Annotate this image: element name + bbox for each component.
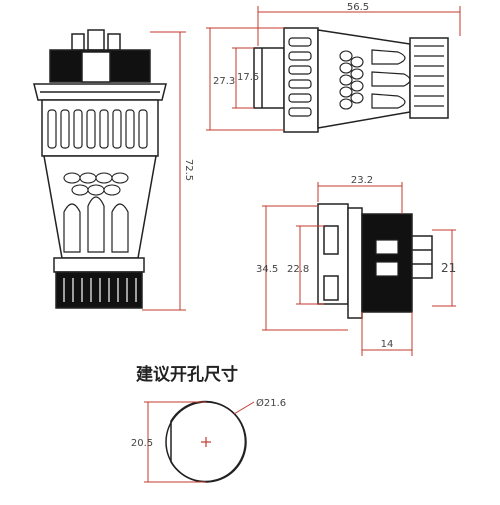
label-panel-right-height: 21 (441, 261, 456, 275)
label-side-outer-dia: 27.3 (213, 76, 235, 87)
label-panel-inner-height: 22.8 (287, 264, 309, 275)
side-face (253, 47, 285, 109)
body-fins (63, 196, 129, 253)
label-cutout-flat: 20.5 (131, 438, 153, 449)
dim-cutout-lines (144, 401, 255, 483)
dim-panel-lines (262, 182, 456, 356)
mount-flange (347, 207, 363, 319)
receptacle-socket-upper (323, 225, 339, 255)
pin-center (87, 29, 105, 51)
label-panel-height: 34.5 (256, 264, 278, 275)
label-side-length: 56.5 (347, 2, 369, 13)
side-grip-ovals (339, 50, 364, 110)
vertical-connector-view (33, 29, 167, 309)
cutout-title: 建议开孔尺寸 (136, 364, 238, 385)
panel-nut-teeth (375, 239, 399, 277)
grip-ovals (63, 172, 129, 196)
panel-nut (361, 213, 413, 313)
cutout-view (165, 400, 247, 483)
side-connector-view (253, 27, 449, 133)
receptacle-socket-lower (323, 275, 339, 301)
label-cutout-diameter: Ø21.6 (256, 397, 286, 409)
side-fins (371, 49, 411, 109)
nut-ribs (47, 109, 148, 149)
label-side-inner-dia: 17.5 (237, 72, 259, 83)
dim-side-lines (206, 6, 461, 131)
pin-left (71, 33, 85, 51)
insert-slot (81, 51, 111, 83)
label-panel-width: 23.2 (351, 175, 373, 186)
side-gland-ribs (414, 45, 444, 107)
label-vertical-length: 72.5 (183, 159, 194, 181)
pin-right (107, 33, 121, 51)
gland-ribs (63, 278, 137, 302)
side-gland-nut (409, 37, 449, 119)
panel-mount-view (317, 203, 433, 319)
rear-terminal (411, 235, 433, 279)
gland-collar (53, 257, 145, 273)
cable-gland-nut (55, 271, 143, 309)
dim-vertical-length (142, 31, 186, 311)
side-nut-ribs (288, 37, 312, 117)
label-panel-bottom-width: 14 (381, 339, 394, 350)
